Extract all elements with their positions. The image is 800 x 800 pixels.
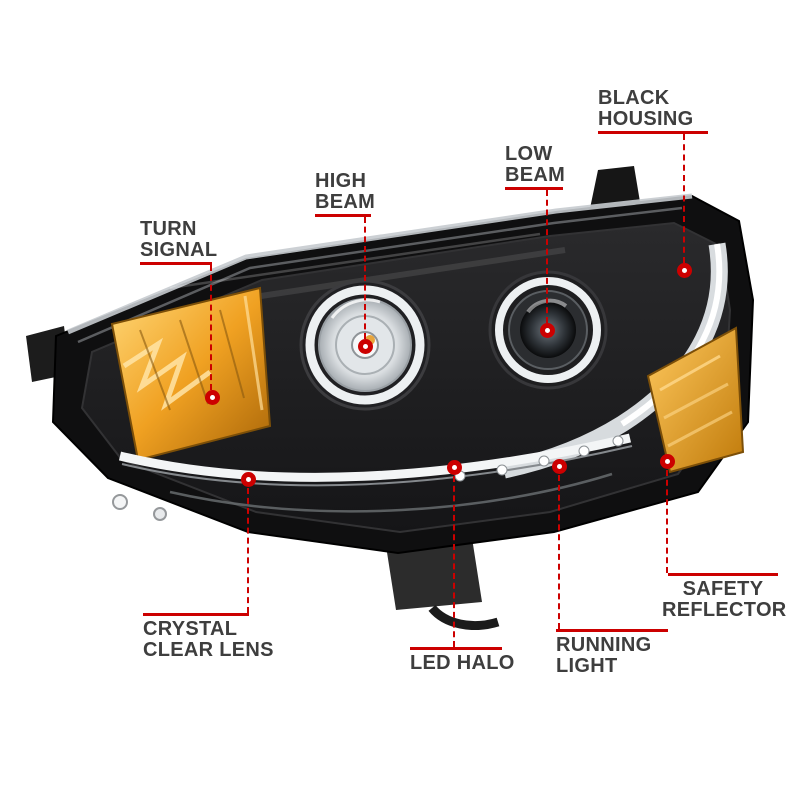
- callout-underline: [668, 573, 778, 576]
- label-line: SAFETY: [682, 578, 764, 600]
- low-beam-halo: [495, 277, 601, 383]
- callout-label-turn-signal: TURN SIGNAL: [140, 219, 217, 261]
- callout-dot-running-light: [552, 459, 567, 474]
- callout-label-crystal-clear-lens: CRYSTAL CLEAR LENS: [143, 619, 274, 661]
- callout-leader-line: [364, 217, 366, 339]
- callout-underline: [505, 187, 563, 190]
- callout-dot-crystal-clear-lens: [241, 472, 256, 487]
- wiring-connector: [386, 538, 482, 610]
- chrome-top-trim: [67, 193, 693, 335]
- callout-label-high-beam: HIGH BEAM: [315, 171, 375, 213]
- label-line: LED HALO: [410, 652, 515, 674]
- turn-signal-lens: [110, 286, 272, 462]
- callout-underline: [140, 262, 212, 265]
- callout-dot-led-halo: [447, 460, 462, 475]
- label-line: REFLECTOR: [662, 599, 787, 621]
- label-line: BLACK: [598, 87, 670, 109]
- callout-underline: [598, 131, 708, 134]
- marker-light: [153, 507, 167, 521]
- label-line: LIGHT: [556, 655, 618, 677]
- safety-reflector-lens: [646, 326, 745, 474]
- label-line: CRYSTAL: [143, 618, 238, 640]
- label-line: SIGNAL: [140, 239, 218, 261]
- callout-dot-black-housing: [677, 263, 692, 278]
- label-line: HOUSING: [598, 108, 694, 130]
- wire: [428, 604, 500, 630]
- callout-dot-turn-signal: [205, 390, 220, 405]
- label-line: CLEAR LENS: [143, 639, 274, 661]
- label-line: RUNNING: [556, 634, 652, 656]
- callout-leader-line: [546, 190, 548, 323]
- callout-dot-high-beam: [358, 339, 373, 354]
- label-line: LOW: [505, 143, 553, 165]
- callout-underline: [315, 214, 371, 217]
- marker-light: [112, 494, 128, 510]
- callout-label-running-light: RUNNING LIGHT: [556, 635, 651, 677]
- label-line: TURN: [140, 218, 197, 240]
- callout-underline: [410, 647, 502, 650]
- callout-leader-line: [666, 470, 668, 573]
- callout-leader-line: [247, 488, 249, 613]
- callout-leader-line: [683, 134, 685, 263]
- callout-label-black-housing: BLACK HOUSING: [598, 88, 693, 130]
- callout-leader-line: [558, 475, 560, 629]
- callout-label-led-halo: LED HALO: [410, 653, 515, 674]
- label-line: HIGH: [315, 170, 367, 192]
- callout-underline: [556, 629, 668, 632]
- label-line: BEAM: [505, 164, 566, 186]
- callout-label-low-beam: LOW BEAM: [505, 144, 565, 186]
- label-line: BEAM: [315, 191, 376, 213]
- callout-dot-safety-reflector: [660, 454, 675, 469]
- callout-label-safety-reflector: SAFETY REFLECTOR: [662, 578, 787, 621]
- callout-leader-line: [210, 265, 212, 390]
- callout-underline: [143, 613, 249, 616]
- callout-leader-line: [453, 476, 455, 647]
- callout-dot-low-beam: [540, 323, 555, 338]
